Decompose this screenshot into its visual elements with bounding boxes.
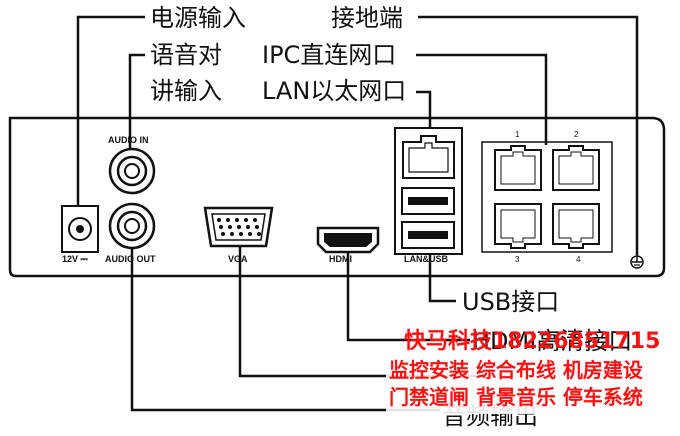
hdmi-leader-line	[346, 252, 470, 342]
ground-icon	[630, 255, 644, 269]
port-4-number: 4	[576, 255, 581, 264]
vga-pin	[237, 225, 241, 229]
audio-out-label: AUDIO OUT	[105, 254, 156, 264]
audio-in-leader-line	[128, 53, 145, 149]
usb-leader-line	[428, 254, 456, 303]
vga-pin	[221, 232, 225, 236]
watermark-line2: 门禁道闸 背景音乐 停车系统	[389, 385, 643, 409]
ipc-port-3	[494, 203, 542, 249]
vga-pin	[235, 218, 239, 222]
vga-pin	[228, 225, 232, 229]
port-3-number: 3	[515, 255, 520, 264]
lan-port	[402, 135, 455, 179]
ipc-leader-line	[416, 53, 548, 145]
lan-usb-label: LAN&USB	[404, 254, 448, 264]
ipc-port-1	[494, 145, 542, 191]
vga-pin	[257, 232, 261, 236]
ipc-port-4	[552, 203, 600, 249]
ground-callout: 接地端	[331, 4, 403, 32]
vga-pin	[246, 225, 250, 229]
lan-leader-line	[416, 90, 432, 128]
port-1-number: 1	[515, 130, 520, 139]
vga-pin	[255, 225, 259, 229]
vga-pin	[244, 218, 248, 222]
vga-pin	[219, 225, 223, 229]
ground-leader-line	[418, 15, 639, 255]
watermark-backdrop	[386, 352, 664, 414]
vga-pin	[248, 232, 252, 236]
vga-pin	[217, 218, 221, 222]
ipc-direct-callout: IPC直连网口	[262, 41, 396, 69]
lan-usb-block	[394, 127, 463, 255]
audio-in-label: AUDIO IN	[108, 135, 149, 145]
vga-pin	[253, 218, 257, 222]
vga-label: VGA	[228, 254, 248, 264]
usb-port-1	[401, 187, 455, 215]
audio-intercom-callout-line2: 讲输入	[150, 77, 222, 105]
lan-port-callout: LAN以太网口	[262, 77, 406, 105]
watermark: 快马科技 18226851715 监控安装 综合布线 机房建设 门禁道闸 背景音…	[386, 329, 664, 414]
vga-pin	[239, 232, 243, 236]
audio-out-leader-line	[130, 248, 440, 412]
leader-lines	[76, 15, 639, 412]
hdmi-label: HDMI	[329, 254, 352, 264]
vga-pin	[226, 218, 230, 222]
usb-port-callout: USB接口	[462, 288, 559, 316]
usb-port-2	[401, 221, 455, 249]
dc-power-jack	[61, 205, 99, 253]
audio-intercom-callout-line1: 语音对	[150, 41, 222, 69]
audio-out-jack	[108, 202, 156, 250]
watermark-company: 快马科技	[404, 329, 493, 354]
watermark-line1: 监控安装 综合布线 机房建设	[389, 358, 643, 382]
port-2-number: 2	[574, 130, 579, 139]
watermark-phone: 18226851715	[492, 329, 660, 354]
ipc-port-block	[481, 141, 613, 253]
audio-in-jack	[108, 147, 156, 195]
vga-pin	[230, 232, 234, 236]
dc-in-label: 12V ⎓	[62, 254, 89, 264]
power-input-callout: 电源输入	[150, 4, 246, 32]
vga-pins	[217, 218, 261, 236]
vga-connector	[203, 206, 274, 248]
power-leader-line	[76, 15, 145, 206]
ipc-port-2	[552, 145, 600, 191]
hdmi-connector	[316, 226, 380, 254]
hdmi-output-callout: HDMI高清接口	[472, 327, 632, 355]
